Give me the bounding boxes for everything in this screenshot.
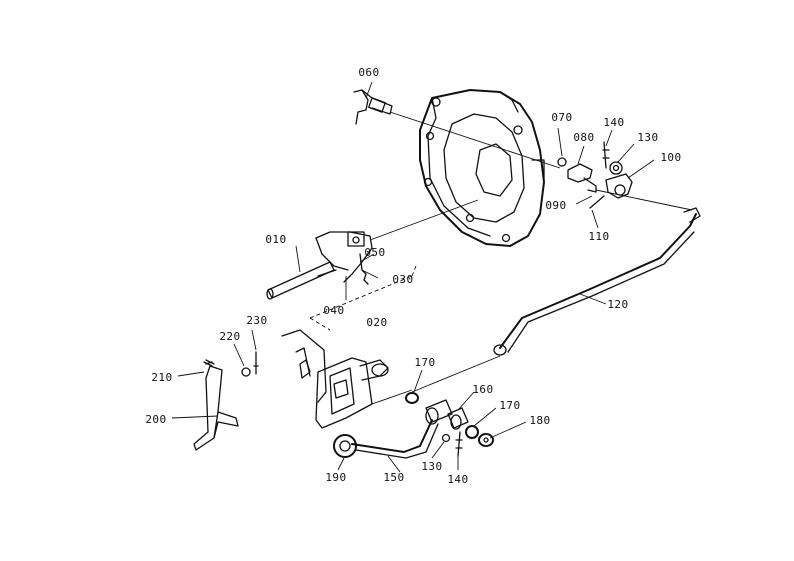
part-210-pin <box>203 359 215 367</box>
part-150-pedal-arm <box>351 419 439 459</box>
callouts: 060 070 080 140 130 100 090 110 010 050 … <box>145 66 681 486</box>
part-120-rod <box>493 207 701 356</box>
shift-link-parts <box>557 141 693 211</box>
callout-140-top: 140 <box>603 116 624 129</box>
callout-140-bottom: 140 <box>447 473 468 486</box>
callout-210: 210 <box>151 371 172 384</box>
callout-180: 180 <box>529 414 550 427</box>
callout-070: 070 <box>551 111 572 124</box>
callout-220: 220 <box>219 330 240 343</box>
callout-130-bottom: 130 <box>421 460 442 473</box>
callout-060: 060 <box>358 66 379 79</box>
callout-040: 040 <box>323 304 344 317</box>
part-220-washer <box>241 367 251 377</box>
callout-230: 230 <box>246 314 267 327</box>
callout-080: 080 <box>573 131 594 144</box>
part-200-pedal <box>193 361 239 451</box>
callout-020: 020 <box>366 316 387 329</box>
callout-110: 110 <box>588 230 609 243</box>
callout-170-lower: 170 <box>499 399 520 412</box>
callout-200: 200 <box>145 413 166 426</box>
callout-130-top: 130 <box>637 131 658 144</box>
callout-160: 160 <box>472 383 493 396</box>
part-190-knob <box>333 434 357 458</box>
callout-100: 100 <box>660 151 681 164</box>
bushing-set <box>405 355 501 457</box>
clutch-housing <box>419 89 545 247</box>
callout-010: 010 <box>265 233 286 246</box>
callout-170-upper: 170 <box>414 356 435 369</box>
callout-050: 050 <box>364 246 385 259</box>
pedal-bracket <box>281 329 413 429</box>
callout-190: 190 <box>325 471 346 484</box>
callout-120: 120 <box>607 298 628 311</box>
part-060-lever <box>353 81 561 169</box>
callout-150: 150 <box>383 471 404 484</box>
callout-090: 090 <box>545 199 566 212</box>
shift-fork-assembly <box>266 199 479 331</box>
part-230-split-pin <box>253 351 259 375</box>
leader-lines <box>171 127 655 473</box>
callout-030: 030 <box>392 273 413 286</box>
